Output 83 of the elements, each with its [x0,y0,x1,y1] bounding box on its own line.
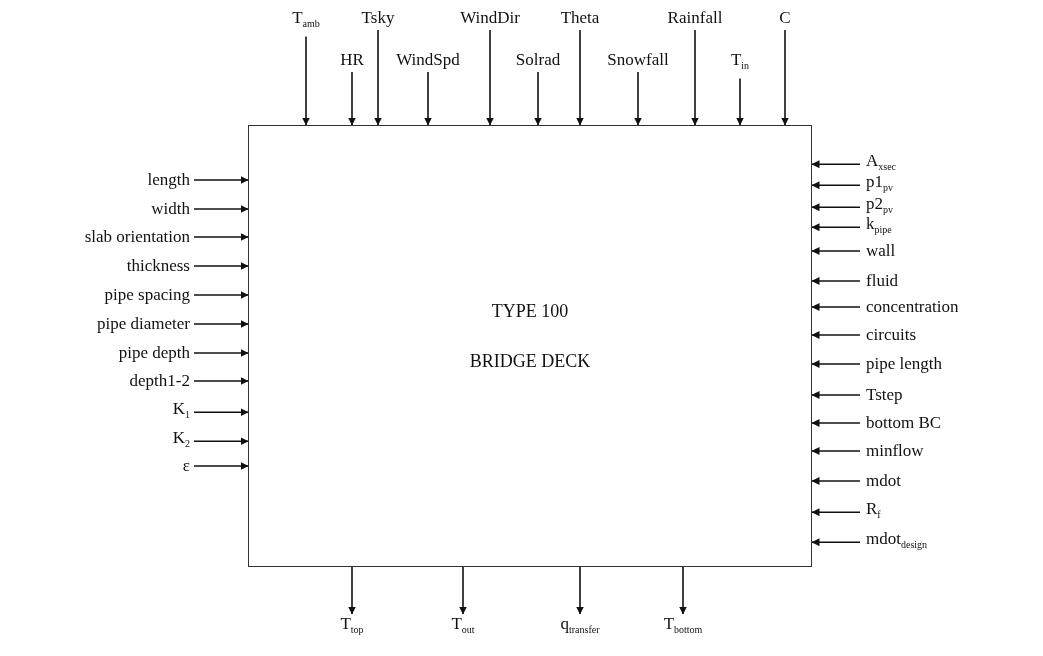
arrow [691,29,699,126]
input-label: mdot [866,471,901,491]
arrow [534,71,542,126]
input-label: pipe diameter [97,314,190,334]
input-label: HR [340,50,364,70]
arrow [193,349,249,357]
block-name-label: BRIDGE DECK [469,351,591,371]
arrow [193,205,249,213]
block-type-label: TYPE 100 [491,301,569,321]
input-label: K$_{2}$ [172,428,190,455]
arrow [193,377,249,385]
input-label: WindSpd [396,50,460,70]
input-label: slab orientation [84,227,190,247]
input-label: Snowfall [607,50,669,70]
input-label: R$_{f}$ [866,499,881,526]
arrow [781,29,789,126]
input-label: Tstep [866,385,903,405]
arrow [193,462,249,470]
arrow [811,181,861,190]
arrow [811,277,861,285]
input-label: k$_{pipe}$ [866,214,892,241]
arrow [193,262,249,270]
input-label: Tsky [361,8,395,28]
arrow [193,320,249,328]
input-label: width [151,199,190,219]
input-label: bottom BC [866,413,942,433]
output-label: T$_{top}$ [340,614,364,641]
arrow [576,29,584,126]
input-label: Theta [560,8,600,28]
arrow [576,566,584,615]
arrow [193,233,249,241]
input-label: Rainfall [667,8,723,28]
input-label: circuits [866,325,917,345]
arrow [348,71,356,126]
arrow [811,160,861,169]
input-label: T$_{in}$ [730,50,750,77]
arrow [811,447,861,455]
arrow [811,247,861,255]
arrow [193,437,249,446]
block-box [248,125,812,567]
arrow [348,566,356,615]
output-label: T$_{out}$ [451,614,475,641]
input-label: C [779,8,791,28]
input-label: mdot$_{design}$ [866,529,928,556]
input-label: ε [182,456,190,476]
input-label: pipe spacing [104,285,190,305]
arrow [811,303,861,311]
arrow [811,538,861,547]
input-label: Solrad [515,50,561,70]
arrow [679,566,687,615]
output-label: T$_{bottom}$ [663,614,703,641]
input-label: fluid [866,271,899,291]
input-label: minflow [866,441,924,461]
arrow [736,77,744,126]
arrow [811,477,861,485]
input-label: T$_{amb}$ [292,8,320,35]
arrow [634,71,642,126]
arrow [811,223,861,232]
input-label: pipe length [866,354,942,374]
arrow [374,29,382,126]
input-label: K$_{1}$ [172,399,190,426]
arrow [459,566,467,615]
arrow [811,360,861,368]
input-label: pipe depth [118,343,190,363]
arrow [811,203,861,212]
arrow [811,331,861,339]
arrow [193,408,249,417]
arrow [811,508,861,517]
arrow [486,29,494,126]
arrow [193,176,249,184]
input-label: WindDir [460,8,520,28]
input-label: concentration [866,297,959,317]
input-label: depth1-2 [129,371,190,391]
arrow [811,419,861,427]
output-label: q$_{transfer}$ [560,614,600,641]
input-label: wall [866,241,896,261]
arrow [302,35,310,126]
input-label: length [147,170,190,190]
input-label: p1$_{pv}$ [866,172,893,199]
arrow [424,71,432,126]
arrow [811,391,861,399]
input-label: thickness [126,256,190,276]
arrow [193,291,249,299]
